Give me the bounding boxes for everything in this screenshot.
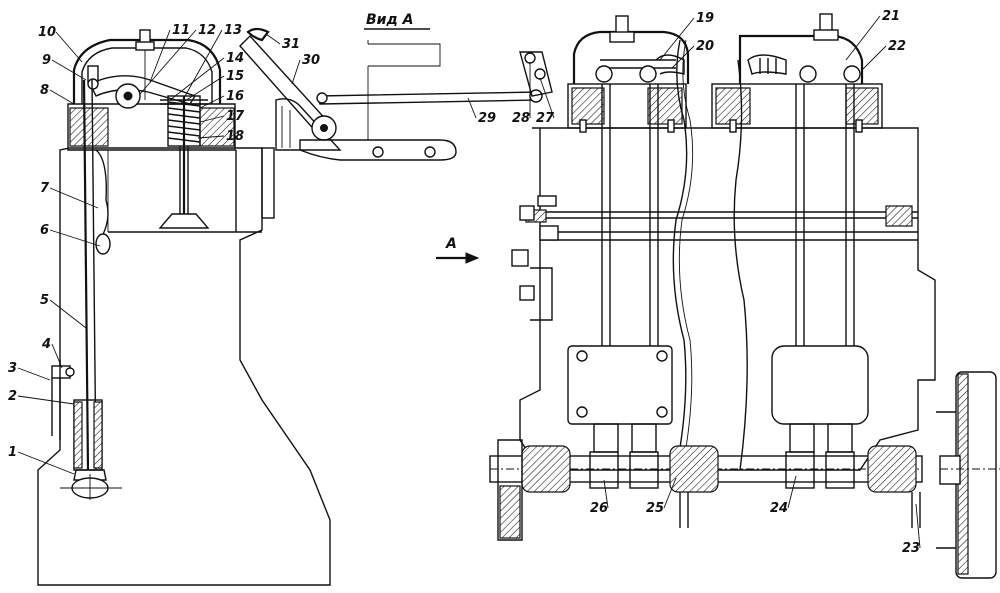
callout-label-11: 11	[172, 23, 190, 38]
callout-leader-30	[291, 59, 301, 85]
callout-leader-2	[17, 395, 75, 405]
direction-marker-label: А	[445, 236, 457, 252]
callout-leader-10	[55, 31, 83, 63]
callout-leader-13	[183, 29, 223, 99]
callout-label-21: 21	[882, 9, 900, 24]
callout-label-15: 15	[226, 69, 244, 84]
callout-leader-12	[139, 29, 197, 95]
callout-leader-18	[197, 135, 225, 139]
callout-leader-1	[17, 451, 75, 475]
callout-label-30: 30	[302, 53, 320, 68]
callout-label-29: 29	[478, 111, 496, 126]
callout-leader-5	[49, 299, 87, 329]
callout-label-16: 16	[226, 89, 244, 104]
callout-label-2: 2	[8, 389, 17, 404]
callout-leader-9	[51, 59, 87, 81]
callout-label-31: 31	[282, 37, 300, 52]
callout-leader-23	[915, 503, 921, 549]
callout-leader-8	[49, 89, 75, 105]
callout-leader-6	[49, 229, 101, 247]
callout-label-28: 28	[512, 111, 530, 126]
callout-label-20: 20	[696, 39, 714, 54]
callout-leader-11	[149, 29, 171, 83]
pushrods-view-a	[601, 84, 855, 346]
view-a	[436, 13, 1000, 579]
callout-label-24: 24	[770, 501, 788, 516]
callout-leader-29	[467, 97, 477, 119]
callout-leader-26	[603, 479, 609, 509]
callout-label-23: 23	[902, 541, 920, 556]
callout-label-25: 25	[646, 501, 664, 516]
tappet-cover-left	[567, 345, 673, 425]
callout-leader-22	[861, 45, 887, 71]
callout-label-17: 17	[226, 109, 245, 124]
callout-label-3: 3	[8, 361, 17, 376]
callout-leader-21	[845, 15, 881, 61]
callout-label-7: 7	[40, 181, 50, 196]
cylinder-head-right	[711, 13, 883, 133]
lever-knob	[246, 27, 270, 42]
callout-label-27: 27	[536, 111, 555, 126]
valve-head	[158, 213, 210, 229]
pushrod	[82, 79, 90, 471]
callout-label-8: 8	[40, 83, 49, 98]
tappet-guide	[51, 360, 103, 471]
callout-label-9: 9	[42, 53, 51, 68]
callout-label-12: 12	[198, 23, 216, 38]
callout-leader-19	[659, 17, 695, 61]
callout-label-13: 13	[224, 23, 242, 38]
callout-label-4: 4	[41, 337, 51, 352]
callout-leader-31	[265, 33, 281, 45]
tappets-view-a	[593, 423, 853, 453]
link-rod	[317, 91, 541, 105]
engine-block	[519, 127, 936, 471]
callout-leader-14	[169, 57, 225, 101]
callout-leader-3	[17, 367, 51, 381]
callout-leader-17	[199, 115, 225, 123]
tappet-cover-right	[771, 345, 869, 425]
callout-leader-25	[663, 477, 677, 509]
callout-label-22: 22	[888, 39, 906, 54]
direction-arrow-a	[436, 252, 480, 264]
callout-leader-7	[49, 187, 99, 209]
callout-label-6: 6	[40, 223, 49, 238]
callout-leader-20	[671, 45, 695, 69]
callout-leader-4	[51, 343, 63, 369]
callout-label-10: 10	[38, 25, 56, 40]
callout-leader-15	[179, 75, 225, 105]
camshaft-bearings	[497, 439, 921, 541]
callout-label-18: 18	[226, 129, 244, 144]
view-a-title: Вид А	[366, 12, 414, 28]
callout-label-19: 19	[696, 11, 714, 26]
callout-leaders	[17, 15, 921, 549]
cylinder-head-left	[567, 15, 690, 133]
break-line-2	[733, 59, 748, 471]
timing-gear	[936, 371, 1000, 579]
callout-leader-16	[199, 95, 225, 109]
callout-label-26: 26	[590, 501, 608, 516]
callout-label-5: 5	[40, 293, 49, 308]
callout-leader-27	[539, 77, 555, 119]
head-section-hatch-left	[69, 107, 109, 147]
callout-label-1: 1	[8, 445, 17, 460]
left-section-view	[37, 29, 331, 586]
break-line-1	[672, 39, 688, 471]
side-bracket	[511, 195, 559, 321]
decompressor-linkage	[239, 27, 553, 161]
callout-leader-24	[787, 475, 797, 509]
callout-label-14: 14	[226, 51, 244, 66]
